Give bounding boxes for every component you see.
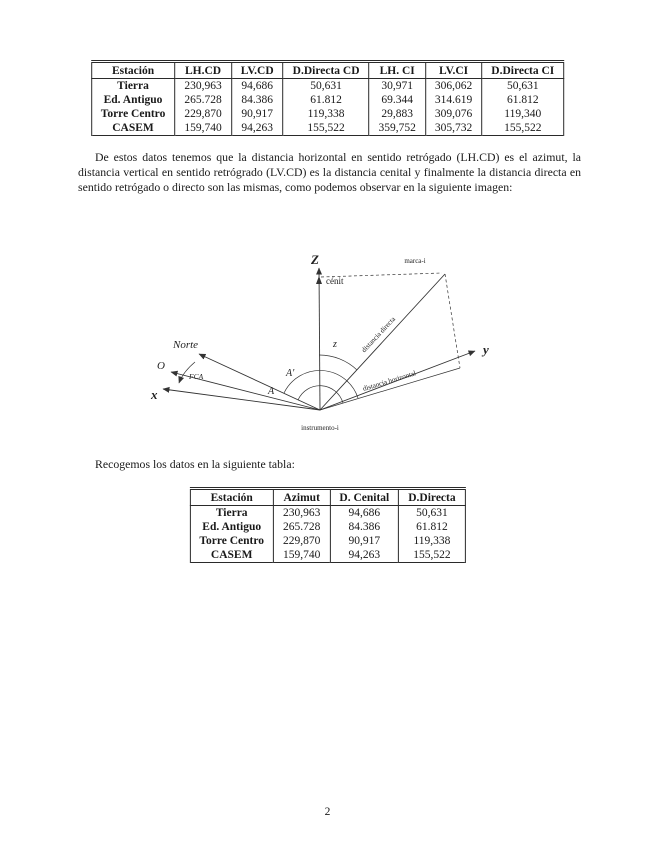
table-cell: 265.728 (273, 520, 331, 534)
station-name: Ed. Antiguo (90, 93, 176, 107)
table-cell: 29,883 (368, 107, 426, 121)
table-cell: 119,338 (398, 534, 466, 548)
table-row: CASEM 159,740 94,263 155,522 359,752 305… (90, 121, 565, 136)
col-header-lhcd: LH.CD (174, 61, 232, 79)
label-distancia-directa: distancia directa (360, 315, 398, 355)
o-arrow-line (170, 370, 321, 411)
paragraph-explanation: De estos datos tenemos que la distancia … (78, 150, 581, 195)
table-cell: 90,917 (329, 534, 400, 548)
table-cell: 119,338 (282, 107, 370, 121)
table-cell: 69.344 (368, 93, 426, 107)
table-cell: 84.386 (230, 93, 284, 107)
label-marca-i: marca-i (404, 257, 425, 265)
col-header-ddirecta-cd: D.Directa CD (282, 61, 370, 79)
col-header-azimut: Azimut (273, 488, 331, 506)
summary-table: Estación Azimut D. Cenital D.Directa Tie… (189, 487, 466, 563)
observations-table: Estación LH.CD LV.CD D.Directa CD LH. CI… (90, 60, 565, 136)
table-row: Torre Centro 229,870 90,917 119,338 29,8… (90, 107, 565, 121)
table-cell: 155,522 (481, 121, 565, 136)
label-instrumento-i: instrumento-i (301, 424, 339, 432)
zenith-angle-arc (318, 354, 358, 371)
table-cell: 61.812 (481, 93, 565, 107)
table-cell: 30,971 (368, 78, 426, 93)
col-header-dcenital: D. Cenital (329, 488, 400, 506)
z-axis-line (316, 267, 323, 411)
label-y-axis: y (481, 342, 489, 357)
fca-arc (178, 361, 196, 384)
plane-top-dashed-line (320, 272, 443, 278)
table-cell: 155,522 (398, 548, 466, 563)
table-cell: 94,686 (329, 505, 400, 520)
label-a-prime-angle: A' (285, 368, 295, 379)
table-cell: 314.619 (424, 93, 483, 107)
azimuth-arc-outer (283, 370, 359, 399)
table-cell: 50,631 (481, 78, 565, 93)
vertical-projection-dashed-line (444, 273, 461, 369)
table-cell: 159,740 (174, 121, 232, 136)
table-row: Tierra 230,963 94,686 50,631 (189, 505, 466, 520)
label-fca: FCA (188, 372, 204, 381)
station-name: Torre Centro (90, 107, 176, 121)
slope-distance-line (319, 273, 446, 411)
table-header-row: Estación Azimut D. Cenital D.Directa (189, 488, 466, 506)
table-cell: 359,752 (368, 121, 426, 136)
label-cenit: cénit (326, 276, 344, 286)
col-header-ddirecta-ci: D.Directa CI (481, 61, 565, 79)
surveying-diagram: Z cénit y x Norte O FCA z A' A marca-i d… (150, 252, 489, 432)
paragraph-recogemos: Recogemos los datos en la siguiente tabl… (95, 457, 295, 471)
table-cell: 230,963 (174, 78, 232, 93)
label-o: O (157, 360, 165, 372)
station-name: Ed. Antiguo (189, 520, 275, 534)
label-z-axis: Z (310, 252, 319, 267)
table-row: Tierra 230,963 94,686 50,631 30,971 306,… (90, 78, 565, 93)
table-cell: 94,263 (230, 121, 284, 136)
table-cell: 309,076 (424, 107, 483, 121)
azimuth-arc-inner (297, 385, 344, 404)
station-name: Torre Centro (189, 534, 275, 548)
col-header-lhci: LH. CI (368, 61, 426, 79)
table-cell: 229,870 (174, 107, 232, 121)
table-cell: 94,686 (230, 78, 284, 93)
table-cell: 229,870 (273, 534, 331, 548)
table-cell: 265.728 (174, 93, 232, 107)
table-cell: 50,631 (282, 78, 370, 93)
table-cell: 84.386 (329, 520, 400, 534)
table-row: Ed. Antiguo 265.728 84.386 61.812 (189, 520, 466, 534)
table-cell: 61.812 (398, 520, 466, 534)
table-cell: 61.812 (282, 93, 370, 107)
col-header-lvcd: LV.CD (230, 61, 284, 79)
station-name: Tierra (189, 505, 275, 520)
station-name: CASEM (90, 121, 176, 136)
table-cell: 119,340 (481, 107, 565, 121)
table-row: Ed. Antiguo 265.728 84.386 61.812 69.344… (90, 93, 565, 107)
label-x-axis: x (150, 387, 158, 402)
cenit-arrowhead-icon (316, 276, 322, 284)
table-row: CASEM 159,740 94,263 155,522 (189, 548, 466, 563)
table-row: Torre Centro 229,870 90,917 119,338 (189, 534, 466, 548)
table-cell: 230,963 (273, 505, 331, 520)
col-header-estacion: Estación (189, 488, 275, 506)
y-axis-line (319, 350, 476, 411)
station-name: CASEM (189, 548, 275, 563)
page-number: 2 (324, 806, 331, 818)
col-header-lvci: LV.CI (424, 61, 483, 79)
table-cell: 306,062 (424, 78, 483, 93)
label-a-angle: A (267, 386, 275, 397)
horizontal-distance-line (319, 367, 461, 411)
col-header-ddirecta: D.Directa (398, 488, 466, 506)
station-name: Tierra (90, 78, 176, 93)
table-header-row: Estación LH.CD LV.CD D.Directa CD LH. CI… (90, 61, 565, 79)
table-cell: 159,740 (273, 548, 331, 563)
x-axis-line (162, 386, 321, 411)
table-cell: 305,732 (424, 121, 483, 136)
table-cell: 50,631 (398, 505, 466, 520)
col-header-estacion: Estación (90, 61, 176, 79)
table-cell: 155,522 (282, 121, 370, 136)
table-cell: 94,263 (329, 548, 400, 563)
table-cell: 90,917 (230, 107, 284, 121)
label-z-angle: z (332, 339, 337, 350)
north-arrow-line (198, 353, 321, 411)
label-norte: Norte (172, 339, 198, 351)
